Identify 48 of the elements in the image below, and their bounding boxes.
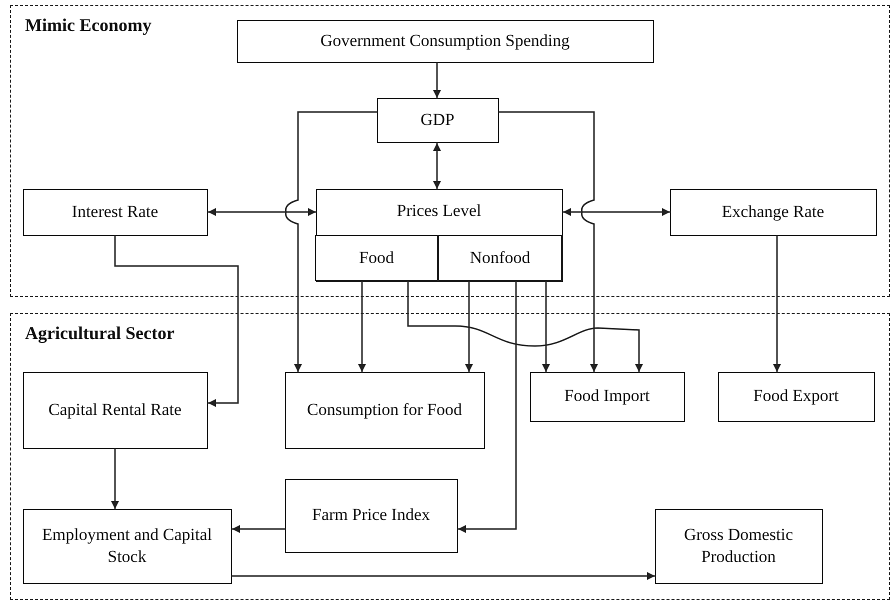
process-box — [670, 188, 876, 236]
arrow — [499, 111, 598, 372]
arrow — [407, 282, 643, 372]
box-label: GDP — [419, 108, 456, 130]
arrow — [111, 449, 119, 509]
box-label: Food Export — [752, 385, 840, 407]
process-box — [376, 98, 498, 142]
arrow — [232, 572, 655, 580]
process-box — [22, 188, 208, 236]
arrow — [563, 208, 670, 216]
process-box — [284, 372, 484, 448]
box-label: Consumption for Food — [306, 398, 463, 420]
arrow — [433, 63, 441, 98]
box-label: Food — [358, 246, 395, 268]
arrow — [542, 282, 550, 372]
arrow — [433, 143, 441, 189]
arrow — [208, 208, 316, 216]
process-box — [718, 372, 874, 422]
arrow — [285, 111, 377, 372]
arrow — [114, 236, 239, 407]
region-heading: Mimic Economy — [25, 14, 152, 36]
box-label: Nonfood — [468, 246, 532, 268]
box-label: Farm Price Index — [310, 504, 432, 526]
arrow — [232, 525, 285, 533]
process-box — [22, 508, 232, 584]
sector-region — [10, 5, 890, 297]
arrow — [458, 282, 517, 533]
region-heading: Agricultural Sector — [25, 322, 174, 344]
box-label: Food Import — [563, 385, 651, 407]
process-box — [316, 188, 562, 282]
process-box — [654, 508, 822, 584]
process-box — [284, 478, 458, 552]
box-label: Exchange Rate — [720, 200, 826, 222]
process-box — [315, 235, 438, 281]
box-label: Prices Level — [396, 200, 482, 222]
arrow — [358, 282, 366, 372]
sector-region — [10, 313, 890, 600]
arrow — [773, 236, 781, 372]
box-label: Capital Rental Rate — [47, 398, 183, 420]
process-box — [438, 235, 562, 281]
process-box — [22, 372, 208, 448]
box-label: Gross Domestic Production — [682, 524, 794, 568]
process-box — [236, 20, 654, 62]
arrow — [465, 282, 473, 372]
process-box — [530, 372, 684, 422]
box-label: Interest Rate — [70, 200, 160, 222]
box-label: Government Consumption Spending — [319, 30, 571, 52]
box-label: Employment and Capital Stock — [41, 524, 213, 568]
